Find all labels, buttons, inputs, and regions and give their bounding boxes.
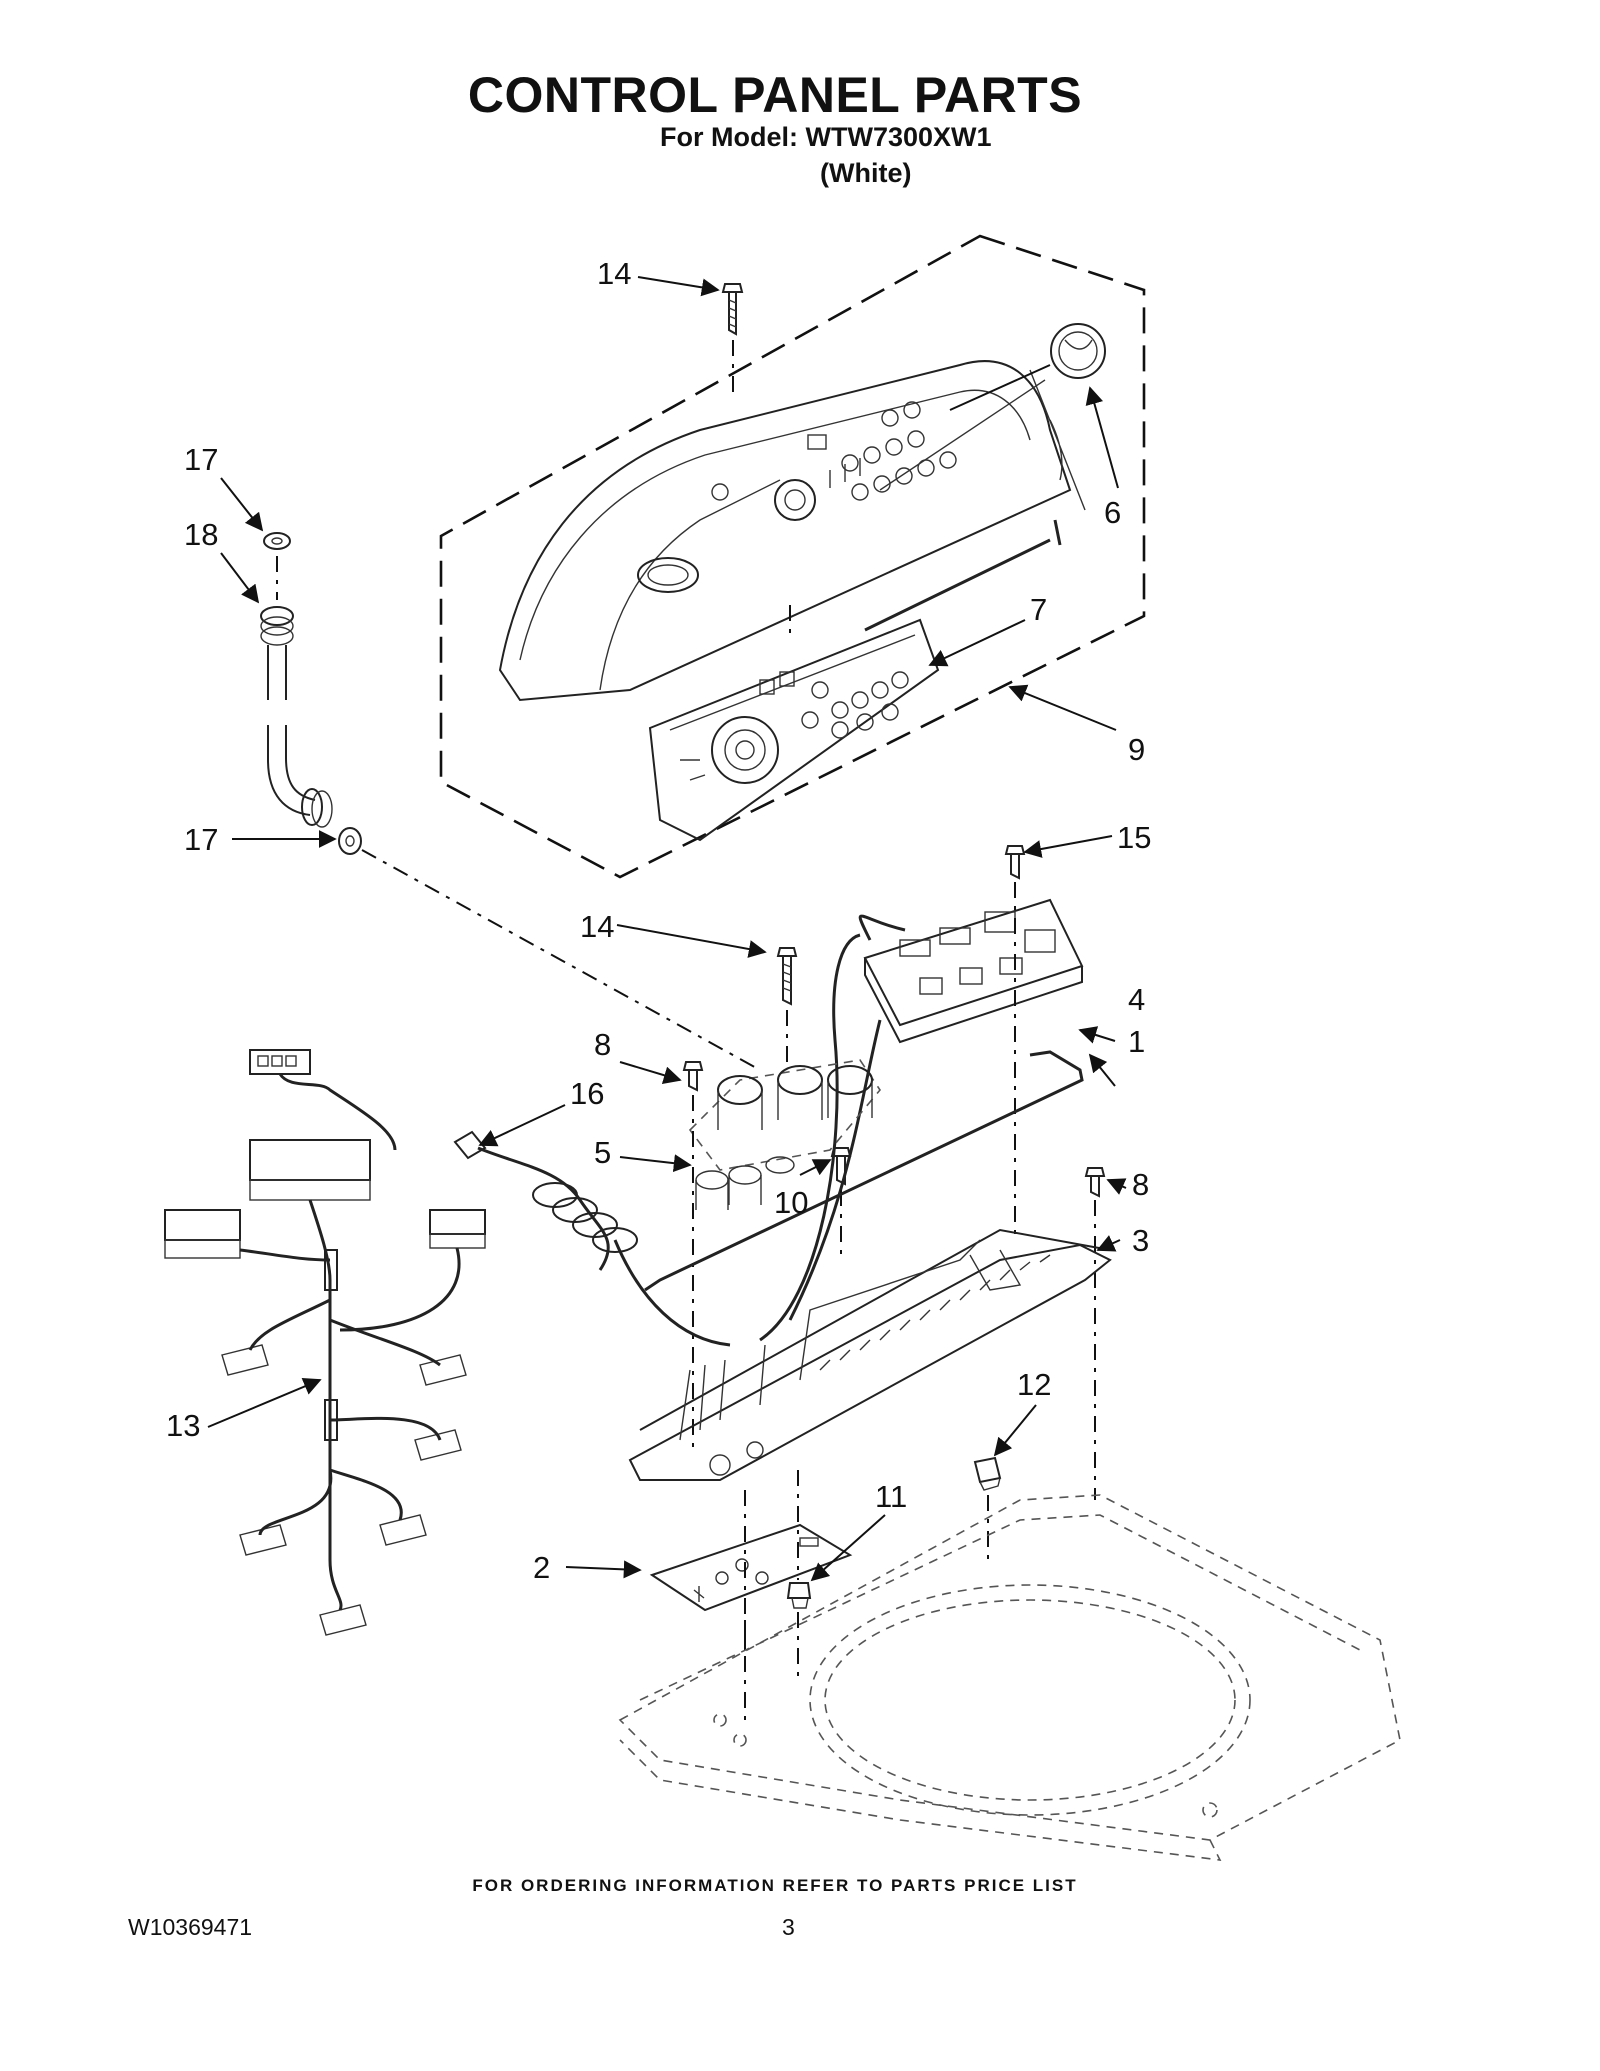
callout-1: 1 <box>1128 1024 1145 1059</box>
document-number: W10369471 <box>128 1914 253 1940</box>
board-wire-harness <box>759 914 906 1342</box>
callout-18: 18 <box>184 517 218 552</box>
console-housing <box>498 360 1086 702</box>
screw-part-14-top <box>721 283 744 336</box>
callout-4: 4 <box>1128 982 1145 1017</box>
console-control-board <box>648 618 940 842</box>
wire-part-4 <box>644 1050 1084 1292</box>
bracket-plate-part-2 <box>649 1523 853 1612</box>
ordering-note: FOR ORDERING INFORMATION REFER TO PARTS … <box>472 1876 1078 1895</box>
callout-9: 9 <box>1128 732 1145 767</box>
clip-part-12 <box>973 1456 1002 1491</box>
main-control-board-part-1 <box>863 898 1084 1044</box>
knob-part-6 <box>1050 323 1106 379</box>
callout-6: 6 <box>1104 495 1121 530</box>
screw-part-14-middle <box>776 947 798 1006</box>
callout-14-top: 14 <box>597 256 631 291</box>
screw-part-8-right <box>1084 1167 1106 1198</box>
page-number: 3 <box>782 1914 795 1940</box>
callout-5: 5 <box>594 1135 611 1170</box>
knob-axis-line <box>949 364 1051 411</box>
console-ribbon-cable <box>864 519 1062 632</box>
callout-10: 10 <box>774 1185 808 1220</box>
page-title: CONTROL PANEL PARTS <box>467 67 1083 123</box>
washer-part-17-top <box>263 532 291 550</box>
callout-8-right: 8 <box>1132 1167 1149 1202</box>
callout-7: 7 <box>1030 592 1047 627</box>
cabinet-top-ghost <box>618 1494 1401 1861</box>
clip-part-11 <box>786 1582 812 1609</box>
model-line: For Model: WTW7300XW1 <box>660 122 992 152</box>
callout-13: 13 <box>166 1408 200 1443</box>
callout-leaders <box>207 276 1127 1582</box>
washer-part-17-bottom <box>338 827 362 855</box>
callout-2: 2 <box>533 1550 550 1585</box>
screw-part-10 <box>830 1147 852 1186</box>
hose-connection-axis <box>276 556 761 1071</box>
hose-fitting-part-18 <box>260 606 333 828</box>
variant-line: (White) <box>820 158 912 188</box>
callout-numbers: 14 6 17 18 7 9 17 15 14 1 4 8 16 5 10 8 … <box>166 256 1151 1585</box>
screw-part-8-left <box>682 1061 704 1092</box>
callout-8-left: 8 <box>594 1027 611 1062</box>
screw-part-15 <box>1004 845 1026 880</box>
base-plate-axes <box>744 1470 799 1720</box>
callout-3: 3 <box>1132 1223 1149 1258</box>
callout-15: 15 <box>1117 820 1151 855</box>
callout-14-middle: 14 <box>580 909 614 944</box>
callout-16: 16 <box>570 1076 604 1111</box>
callout-17-bottom: 17 <box>184 822 218 857</box>
wiring-harness-part-13 <box>164 1049 486 1636</box>
water-valve-part-5 <box>688 1059 881 1210</box>
callout-17-top: 17 <box>184 442 218 477</box>
callout-12: 12 <box>1017 1367 1051 1402</box>
callout-11: 11 <box>875 1479 907 1514</box>
console-base-part-3 <box>628 1228 1112 1481</box>
console-assembly-boundary <box>439 234 1146 879</box>
power-cord-part-16 <box>453 1130 731 1347</box>
